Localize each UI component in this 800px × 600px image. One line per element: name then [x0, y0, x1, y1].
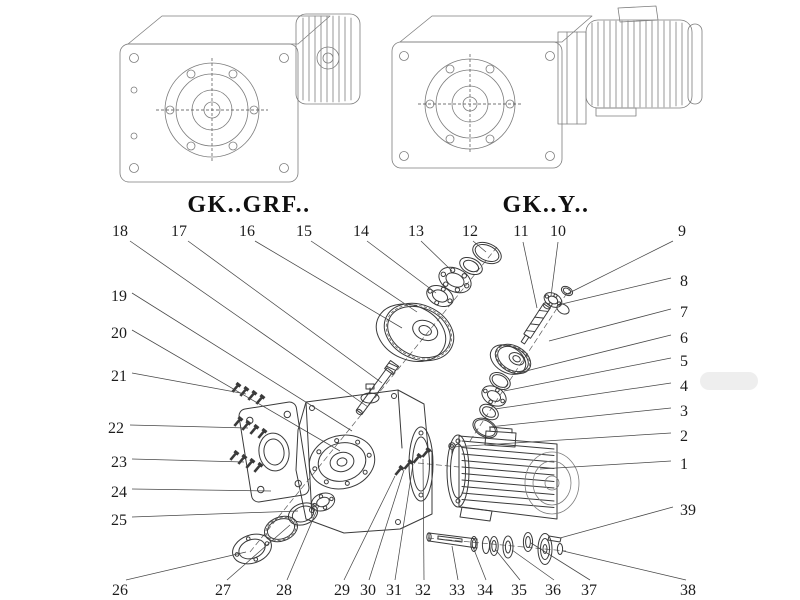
part-washer-4 — [479, 403, 499, 421]
callout-30: 30 — [360, 582, 376, 599]
part-bolts-29-32 — [394, 446, 432, 476]
centerline-input-axis — [249, 246, 498, 553]
callout-21: 21 — [111, 368, 127, 385]
callout-1: 1 — [680, 456, 688, 473]
callout-2: 2 — [680, 428, 688, 445]
part-ring-35a — [481, 536, 491, 554]
callout-25: 25 — [111, 512, 127, 529]
part-pinion-shaft-11 — [520, 302, 551, 345]
part-motor-1 — [446, 426, 580, 522]
callout-26: 26 — [112, 582, 128, 599]
callout-27: 27 — [215, 582, 231, 599]
callout-20: 20 — [111, 325, 127, 342]
part-bearing-28 — [310, 492, 336, 512]
part-gear-15-16 — [375, 302, 455, 362]
part-washer-34 — [470, 536, 478, 552]
callout-12: 12 — [462, 223, 478, 240]
exploded-view — [229, 241, 758, 565]
model-labels: GK..GRF.. GK..Y.. — [187, 192, 590, 218]
callout-24: 24 — [111, 484, 127, 501]
part-ring-9 — [560, 285, 574, 297]
part-bearing-14 — [426, 284, 454, 308]
callout-39: 39 — [680, 502, 696, 519]
callout-23: 23 — [111, 454, 127, 471]
part-race-13 — [459, 256, 483, 276]
callout-14: 14 — [353, 223, 369, 240]
callout-38: 38 — [680, 582, 696, 599]
part-bearing-5 — [481, 385, 507, 407]
part-ring-3 — [472, 417, 498, 439]
callout-3: 3 — [680, 403, 688, 420]
part-ring-12 — [472, 241, 502, 265]
part-housing — [295, 383, 434, 534]
y-motor — [585, 5, 703, 117]
gearbox-grf-drawing — [119, 13, 361, 183]
callout-31: 31 — [386, 582, 402, 599]
callout-15: 15 — [296, 223, 312, 240]
part-gear-7 — [489, 343, 532, 375]
model-label-grf: GK..GRF.. — [187, 192, 310, 218]
part-bolts-21 — [231, 381, 266, 405]
callout-5: 5 — [680, 353, 688, 370]
part-end-cap — [556, 543, 564, 555]
callout-35: 35 — [511, 582, 527, 599]
callout-16: 16 — [239, 223, 255, 240]
callout-numbers: 18 17 16 15 14 13 12 11 10 9 8 7 6 5 4 3… — [108, 223, 696, 599]
callout-13: 13 — [408, 223, 424, 240]
gearbox-y-drawing — [391, 5, 703, 169]
callout-22: 22 — [108, 420, 124, 437]
centerline-motor-axis — [417, 462, 460, 468]
callout-37: 37 — [581, 582, 597, 599]
callout-29: 29 — [334, 582, 350, 599]
callout-10: 10 — [550, 223, 566, 240]
model-label-y: GK..Y.. — [503, 192, 590, 218]
callout-17: 17 — [171, 223, 187, 240]
grf-ribbed-cover — [295, 13, 361, 105]
callout-34: 34 — [477, 582, 493, 599]
part-output-assembly — [426, 532, 564, 565]
callout-28: 28 — [276, 582, 292, 599]
part-bearing-13 — [438, 266, 472, 294]
part-washer-8 — [556, 303, 570, 315]
part-key-39 — [547, 535, 562, 543]
callout-9: 9 — [678, 223, 686, 240]
part-input-shaft-17-18 — [355, 359, 400, 416]
watermark-smudge — [700, 372, 758, 390]
part-bolts-22 — [233, 415, 268, 439]
callout-6: 6 — [680, 330, 688, 347]
part-ring-gear-27 — [264, 515, 298, 543]
leader-lines — [125, 240, 687, 581]
callout-11: 11 — [513, 223, 528, 240]
callout-36: 36 — [545, 582, 561, 599]
callout-32: 32 — [415, 582, 431, 599]
callout-7: 7 — [680, 304, 688, 321]
callout-4: 4 — [680, 378, 688, 395]
callout-18: 18 — [112, 223, 128, 240]
callout-8: 8 — [680, 273, 688, 290]
part-ring-35b — [489, 536, 499, 556]
part-spacer-36 — [502, 535, 514, 559]
part-bolts-23 — [229, 449, 264, 473]
callout-33: 33 — [449, 582, 465, 599]
part-gear-37 — [522, 532, 534, 552]
callout-19: 19 — [111, 288, 127, 305]
